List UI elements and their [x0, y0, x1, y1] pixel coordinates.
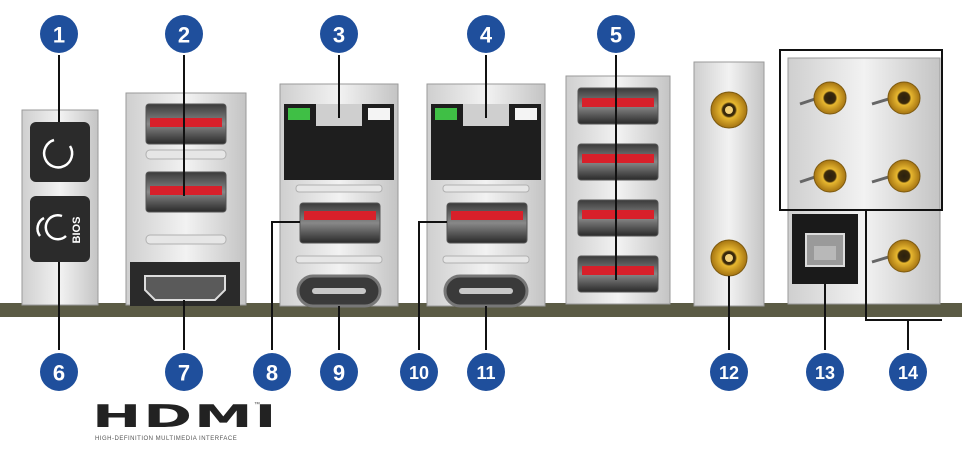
callout-badge-7: 7: [165, 353, 203, 391]
optical-shutter-slot: [814, 246, 836, 260]
hdmi-logo: HDMI ™ HIGH-DEFINITION MULTIMEDIA INTERF…: [92, 400, 282, 450]
bios-label: BIOS: [71, 217, 83, 244]
port-separator: [295, 255, 383, 264]
callout-number: 5: [610, 23, 622, 48]
antenna-pin: [725, 254, 733, 262]
callout-badge-9: 9: [320, 353, 358, 391]
port-separator: [145, 149, 227, 160]
callout-badge-3: 3: [320, 15, 358, 53]
callout-number: 4: [480, 23, 493, 48]
callout-number: 11: [476, 363, 495, 383]
bios-flashback-button[interactable]: [30, 196, 90, 262]
usb-tongue: [582, 266, 654, 275]
callout-number: 14: [898, 363, 918, 383]
audio-group-outline: [779, 49, 943, 211]
usb-tongue: [150, 186, 222, 195]
hdmi-wordmark: HDMI: [92, 399, 279, 435]
usb-tongue: [582, 154, 654, 163]
callout-badge-1: 1: [40, 15, 78, 53]
port-separator: [442, 255, 530, 264]
callout-badge-14: 14: [889, 353, 927, 391]
callout-number: 9: [333, 361, 345, 386]
callout-badge-12: 12: [710, 353, 748, 391]
callout-badge-8: 8: [253, 353, 291, 391]
callout-badge-11: 11: [467, 353, 505, 391]
hdmi-port[interactable]: [144, 275, 226, 301]
audio-jack[interactable]: [871, 159, 921, 193]
callout-badge-6: 6: [40, 353, 78, 391]
callout-badge-10: 10: [400, 353, 438, 391]
lan-led-green: [288, 108, 310, 120]
usb-port[interactable]: [299, 202, 381, 244]
audio-jack[interactable]: [871, 239, 921, 273]
usb-port[interactable]: [446, 202, 528, 244]
port-separator: [442, 184, 530, 193]
usb-c-tongue: [459, 288, 513, 294]
callout-number: 10: [409, 363, 429, 383]
lan-led-green: [435, 108, 457, 120]
callout-badge-5: 5: [597, 15, 635, 53]
clear-cmos-button[interactable]: [30, 122, 90, 182]
usb-tongue: [582, 98, 654, 107]
callout-number: 8: [266, 361, 278, 386]
antenna-pin: [725, 106, 733, 114]
callout-number: 7: [178, 361, 190, 386]
callout-badge-2: 2: [165, 15, 203, 53]
hdmi-trademark: ™: [254, 402, 260, 408]
audio-jack[interactable]: [799, 159, 847, 193]
callout-number: 12: [719, 363, 739, 383]
hdmi-tagline: HIGH-DEFINITION MULTIMEDIA INTERFACE: [95, 436, 238, 442]
callout-number: 13: [815, 363, 835, 383]
usb-tongue: [451, 211, 523, 220]
port-separator: [145, 234, 227, 245]
usb-tongue: [582, 210, 654, 219]
audio-jack[interactable]: [871, 81, 921, 115]
callout-number: 1: [53, 23, 65, 48]
port-separator: [295, 184, 383, 193]
leader-lines: [58, 55, 942, 350]
usb-tongue: [150, 118, 222, 127]
reset-icon: [42, 138, 74, 169]
usb-tongue: [304, 211, 376, 220]
audio-jack[interactable]: [799, 81, 847, 115]
refresh-icon: [36, 214, 67, 241]
usb-c-tongue: [312, 288, 366, 294]
callout-number: 3: [333, 23, 345, 48]
lan-led-white: [515, 108, 537, 120]
callout-badge-13: 13: [806, 353, 844, 391]
callout-badge-4: 4: [467, 15, 505, 53]
callout-number: 2: [178, 23, 190, 48]
callout-number: 6: [53, 361, 65, 386]
lan-led-white: [368, 108, 390, 120]
